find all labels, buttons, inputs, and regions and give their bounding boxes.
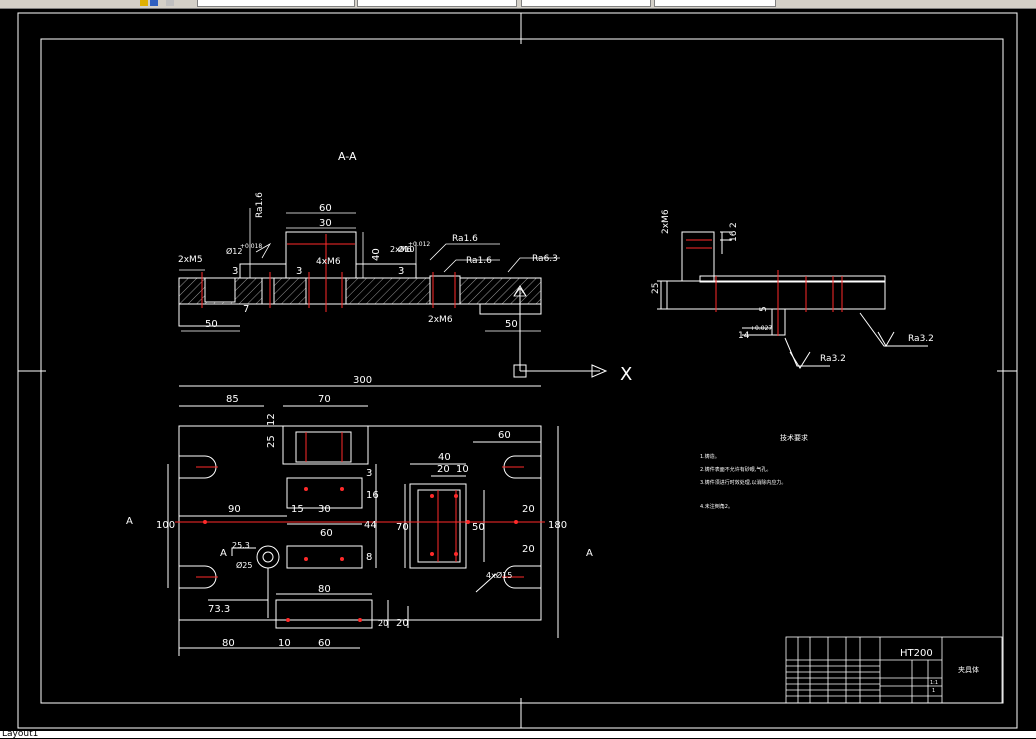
scale-value: 1:1 xyxy=(930,680,938,686)
thread-2xm6-a: 2xM6 xyxy=(390,245,412,254)
dim-16-plan: 16 xyxy=(366,490,379,501)
dim-80-top: 80 xyxy=(318,584,331,595)
roughness-ra32-b: Ra3.2 xyxy=(908,334,934,344)
dim-5: 5 xyxy=(759,306,769,312)
toolbar xyxy=(0,0,1036,9)
dim-40-plan: 40 xyxy=(438,452,451,463)
part-name: 夹具体 xyxy=(958,665,979,674)
thread-2xm5: 2xM5 xyxy=(178,255,203,265)
tol-phi10: +0.012 xyxy=(408,241,430,248)
dim-2: 2 xyxy=(729,222,739,228)
side-view: 2xM6 2 16 25 5 14 +0.027 Ra3.2 Ra3.2 xyxy=(651,209,934,369)
dim-25-side: 25 xyxy=(651,283,661,294)
dim-3-c: 3 xyxy=(398,266,404,277)
dim-60: 60 xyxy=(319,203,332,214)
dim-80-bot: 80 xyxy=(222,638,235,649)
dim-10-top: 10 xyxy=(456,464,469,475)
dim-50-left: 50 xyxy=(205,319,218,330)
dim-70-side: 70 xyxy=(396,522,409,533)
plan-view: 300 85 70 60 40 20 10 12 25 3 16 15 30 9… xyxy=(126,375,593,656)
dim-12: 12 xyxy=(266,413,277,426)
tol-14: +0.027 xyxy=(750,325,772,332)
dim-60-bot: 60 xyxy=(318,638,331,649)
dim-16-side: 16 xyxy=(729,230,739,242)
linetype-dropdown[interactable] xyxy=(521,0,651,7)
dim-10-bot: 10 xyxy=(278,638,291,649)
dim-25-plan: 25 xyxy=(266,435,277,448)
dim-70: 70 xyxy=(318,394,331,405)
dim-3-a: 3 xyxy=(232,266,238,277)
dim-85: 85 xyxy=(226,394,239,405)
dim-20-small2: 20 xyxy=(396,618,409,629)
dim-20-r2: 20 xyxy=(522,544,535,555)
dim-8: 8 xyxy=(366,552,372,563)
roughness-ra63: Ra6.3 xyxy=(532,254,558,264)
thread-2xm6-b: 2xM6 xyxy=(428,315,453,325)
dim-3-b: 3 xyxy=(296,266,302,277)
dim-300: 300 xyxy=(353,375,372,386)
dim-3-plan: 3 xyxy=(366,468,372,479)
sheet-border xyxy=(17,12,1018,729)
layer-color-icon[interactable] xyxy=(150,0,158,6)
section-label-left: A xyxy=(126,516,133,527)
dim-14: 14 xyxy=(738,331,750,341)
section-label-inner: A xyxy=(220,548,227,559)
dim-44: 44 xyxy=(364,520,377,531)
section-label-right: A xyxy=(586,548,593,559)
dim-40: 40 xyxy=(371,248,382,261)
dim-20-small: 20 xyxy=(378,619,388,628)
roughness-ra32-a: Ra3.2 xyxy=(820,354,846,364)
dim-50-plan: 50 xyxy=(472,522,485,533)
ucs-x-label: X xyxy=(620,364,632,385)
layer-state-icon[interactable] xyxy=(140,0,148,6)
status-bar: Layout1 xyxy=(0,729,1036,739)
dim-50-right: 50 xyxy=(505,319,518,330)
lineweight-dropdown[interactable] xyxy=(654,0,776,7)
dim-7: 7 xyxy=(243,304,249,315)
dim-20-r1: 20 xyxy=(522,504,535,515)
roughness-ra16-b: Ra1.6 xyxy=(452,234,478,244)
dim-phi25: Ø25 xyxy=(236,560,252,570)
technical-notes: 技术要求 1.铸造。 2.铸件表面不允许有砂眼,气孔。 3.铸件须进行时效处理,… xyxy=(700,433,808,510)
color-dropdown[interactable] xyxy=(357,0,517,7)
dim-phi10: Ø10 xyxy=(398,244,414,254)
dim-100: 100 xyxy=(156,520,175,531)
dim-180: 180 xyxy=(548,520,567,531)
roughness-ra16-a: Ra1.6 xyxy=(255,192,265,218)
ucs-icon xyxy=(513,285,608,378)
dim-60-top: 60 xyxy=(498,430,511,441)
section-view-aa: 60 30 40 50 50 3 3 3 7 2xM5 4xM6 2xM6 2x… xyxy=(178,192,560,332)
drawing-canvas[interactable]: A-A xyxy=(0,8,1036,731)
dim-73-3: 73.3 xyxy=(208,604,230,615)
dim-25-3: 25.3 xyxy=(232,541,250,550)
layer-dropdown[interactable] xyxy=(197,0,355,7)
notes-line-4: 4.未注倒角2。 xyxy=(700,503,733,510)
notes-title: 技术要求 xyxy=(780,433,808,442)
notes-line-2: 2.铸件表面不允许有砂眼,气孔。 xyxy=(700,466,771,473)
dim-90: 90 xyxy=(228,504,241,515)
tol-phi12: +0.018 xyxy=(240,243,262,250)
material-label: HT200 xyxy=(900,648,933,659)
dim-30: 30 xyxy=(319,218,332,229)
section-title: A-A xyxy=(338,150,357,163)
hole-4x: 4xØ15 xyxy=(486,570,512,580)
dim-20-top: 20 xyxy=(437,464,450,475)
dim-15: 15 xyxy=(291,504,304,515)
thread-2xm6-side: 2xM6 xyxy=(661,209,671,234)
sheets-value: 1 xyxy=(932,688,935,694)
dim-60-mid: 60 xyxy=(320,528,333,539)
title-block: HT200 夹具体 1:1 1 xyxy=(785,636,1003,704)
notes-line-1: 1.铸造。 xyxy=(700,453,720,460)
dim-phi12: Ø12 xyxy=(226,246,242,256)
thread-4xm6: 4xM6 xyxy=(316,257,341,267)
layout-tab[interactable]: Layout1 xyxy=(2,729,39,739)
notes-line-3: 3.铸件须进行时效处理,以消除内应力。 xyxy=(700,479,786,486)
roughness-ra16-c: Ra1.6 xyxy=(466,256,492,266)
layer-properties-icon[interactable] xyxy=(166,0,174,6)
dim-30-plan: 30 xyxy=(318,504,331,515)
